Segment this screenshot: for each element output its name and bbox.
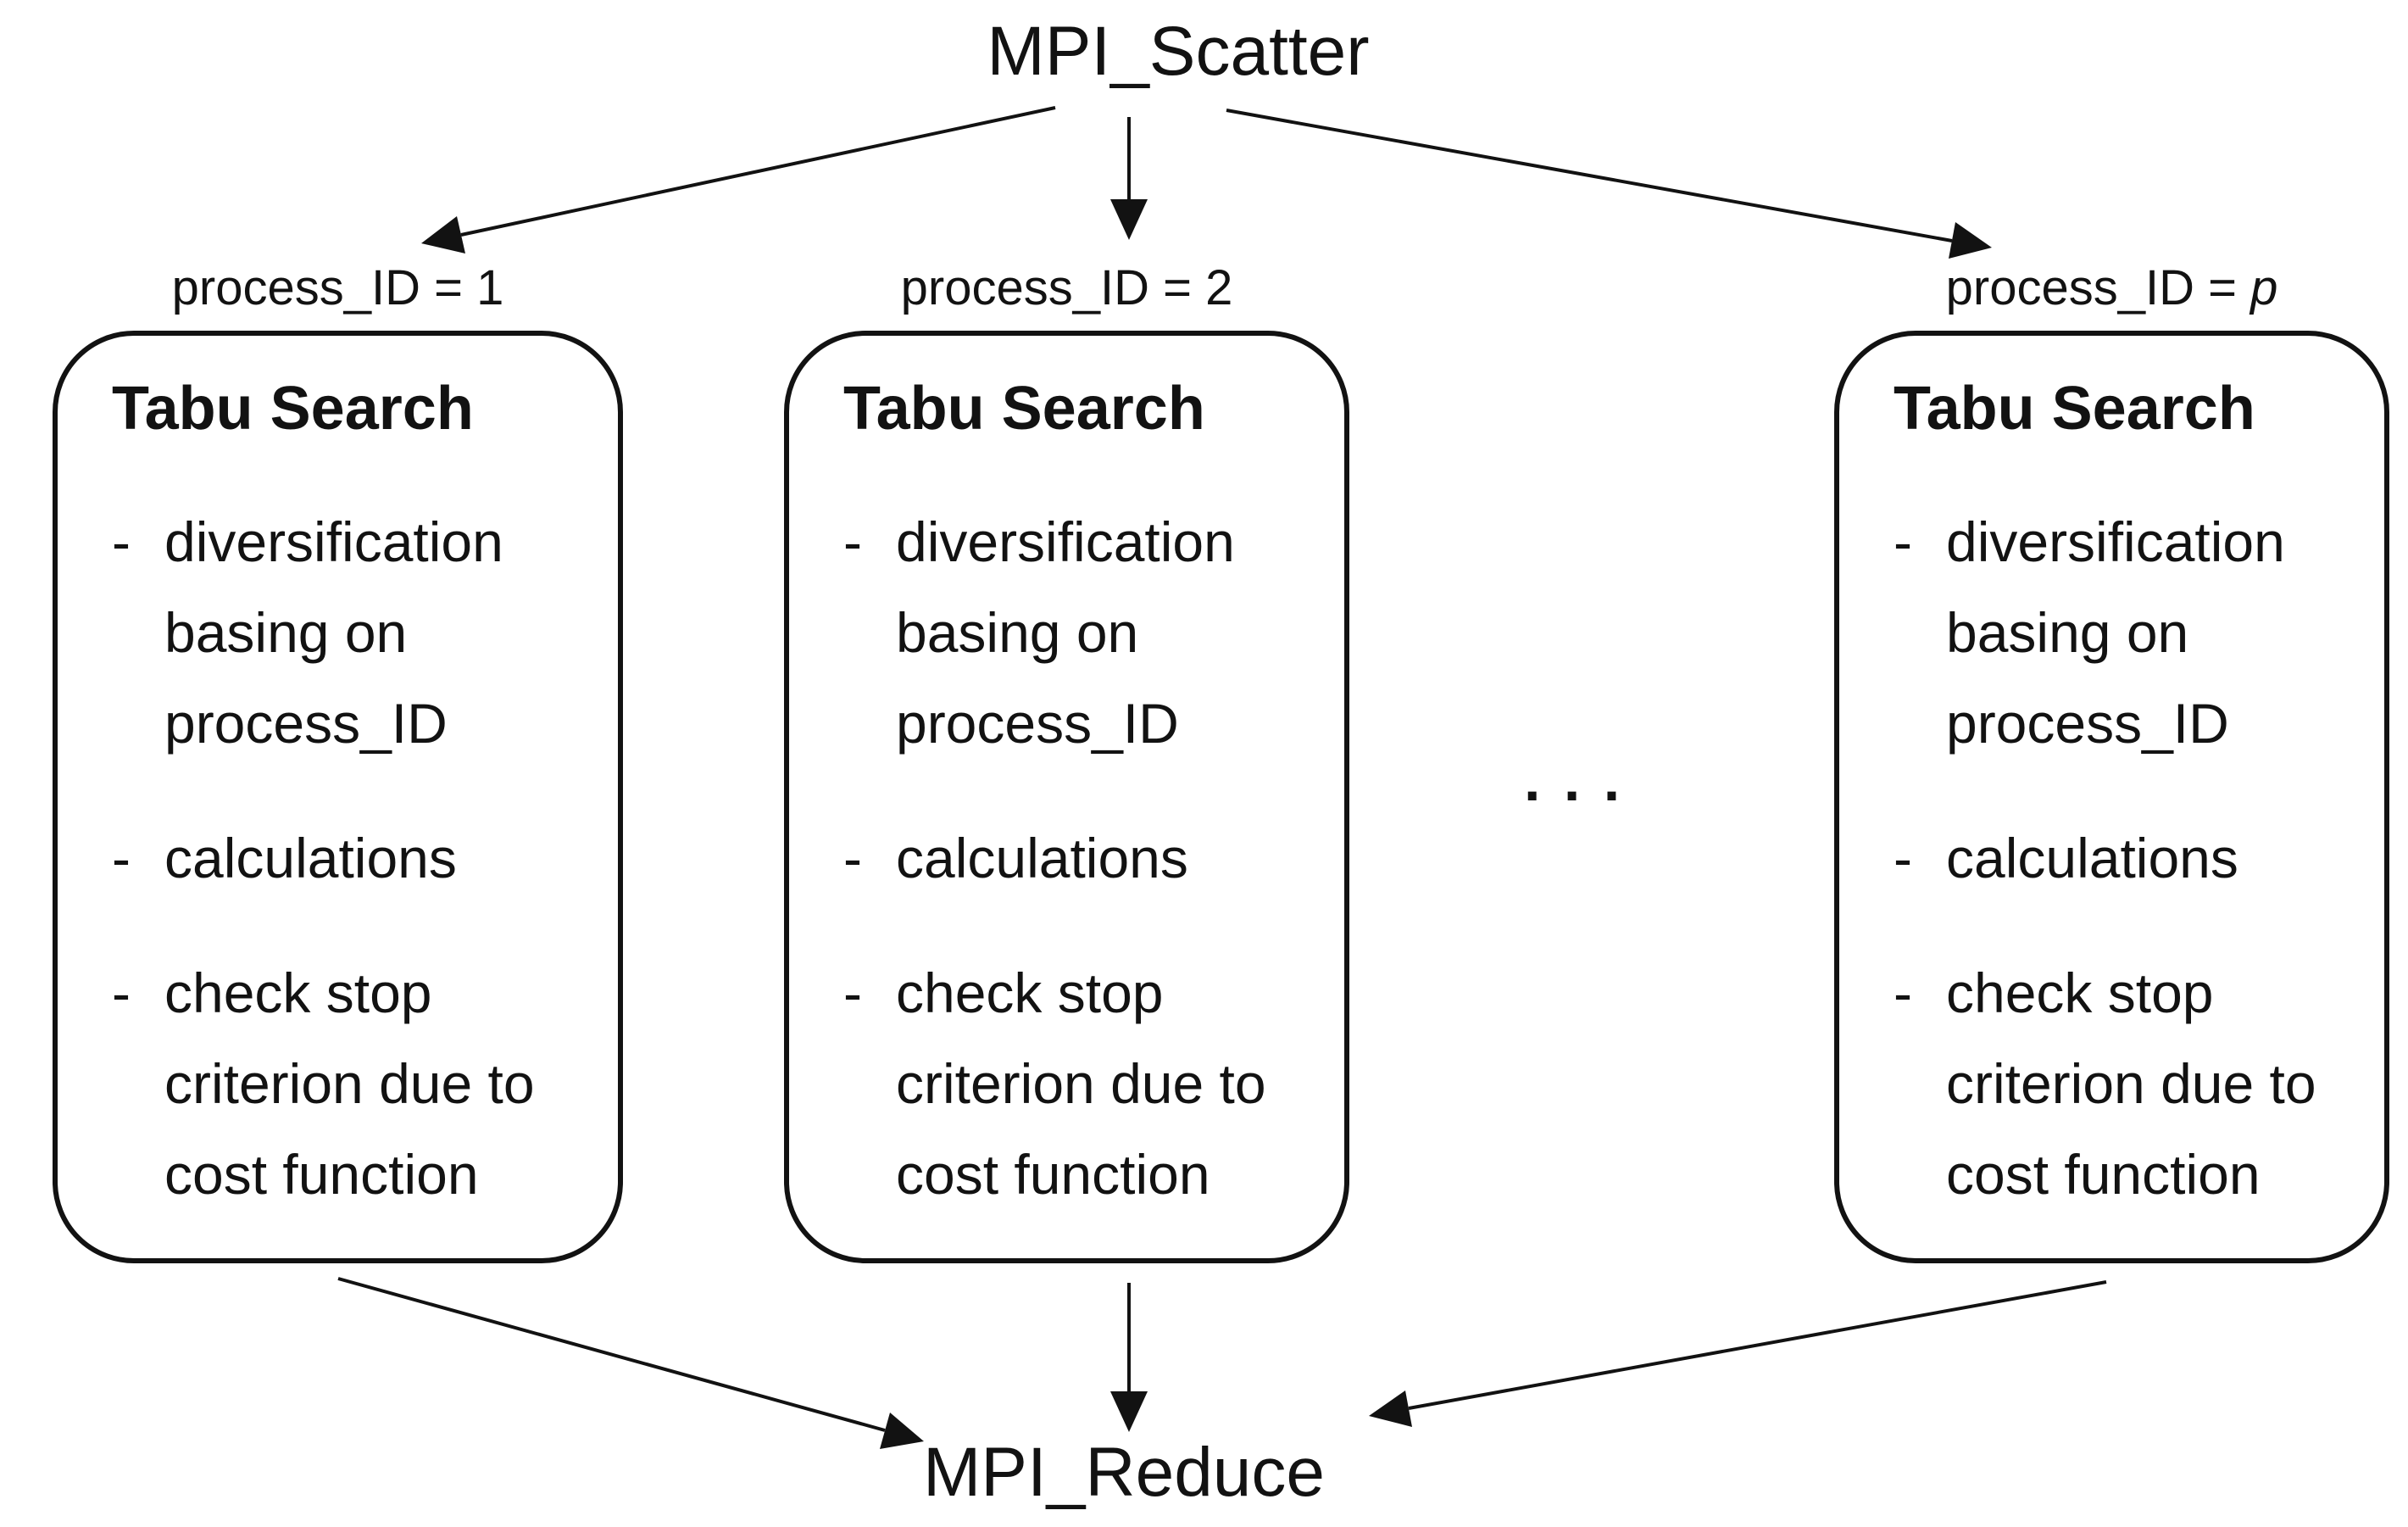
mpi-scatter-label: MPI_Scatter <box>987 13 1370 90</box>
mpi-reduce-label: MPI_Reduce <box>922 1434 1326 1511</box>
bullet-dash: - <box>1894 961 1912 1025</box>
list-item: - check stop criterion due to cost funct… <box>1894 948 2369 1220</box>
bullet-dash: - <box>843 961 862 1025</box>
arrow-head <box>880 1413 924 1449</box>
bullet-dash: - <box>1894 510 1912 574</box>
bullet-dash: - <box>1894 827 1912 890</box>
arrow-process-2-to-reduce <box>1110 1283 1148 1432</box>
process-id-label-p: process_ID = p <box>1834 261 2389 315</box>
list-item: - check stop criterion due to cost funct… <box>112 948 603 1220</box>
arrow-head <box>1369 1390 1412 1427</box>
arrow-process-p-to-reduce <box>1369 1280 2107 1427</box>
arrow-line <box>1408 1280 2107 1410</box>
list-item: - calculations <box>1894 813 2369 904</box>
tabu-search-box-2: Tabu Search - diversification basing on … <box>784 331 1349 1263</box>
item-text: check stop criterion due to cost functio… <box>896 961 1266 1206</box>
bullet-dash: - <box>843 510 862 574</box>
process-id-label-1: process_ID = 1 <box>53 261 623 315</box>
process-id-prefix: process_ID = <box>171 260 477 315</box>
arrow-scatter-to-process-2 <box>1110 117 1148 240</box>
list-item: - diversification basing on process_ID <box>1894 497 2369 769</box>
arrow-line <box>1226 109 1953 242</box>
item-text: calculations <box>164 827 457 890</box>
process-id-value: 2 <box>1205 260 1233 315</box>
item-text: diversification basing on process_ID <box>164 510 503 755</box>
item-text: calculations <box>896 827 1188 890</box>
tabu-search-title: Tabu Search <box>1894 375 2255 443</box>
bullet-dash: - <box>112 827 131 890</box>
item-text: check stop criterion due to cost functio… <box>164 961 535 1206</box>
item-text: calculations <box>1946 827 2238 890</box>
list-item: - calculations <box>843 813 1329 904</box>
process-id-value: p <box>2250 260 2278 315</box>
bullet-dash: - <box>112 961 131 1025</box>
bullet-dash: - <box>843 827 862 890</box>
bullet-dash: - <box>112 510 131 574</box>
tabu-search-box-p: Tabu Search - diversification basing on … <box>1834 331 2389 1263</box>
arrow-scatter-to-process-1 <box>421 106 1056 254</box>
tabu-search-title: Tabu Search <box>843 375 1205 443</box>
arrow-process-1-to-reduce <box>337 1277 924 1449</box>
process-id-label-2: process_ID = 2 <box>784 261 1349 315</box>
arrow-head <box>1110 1391 1148 1432</box>
process-id-prefix: process_ID = <box>900 260 1206 315</box>
process-id-value: 1 <box>476 260 504 315</box>
arrow-line <box>337 1277 886 1432</box>
item-text: check stop criterion due to cost functio… <box>1946 961 2316 1206</box>
item-text: diversification basing on process_ID <box>1946 510 2285 755</box>
list-item: - diversification basing on process_ID <box>112 497 603 769</box>
arrow-scatter-to-process-p <box>1226 109 1992 259</box>
list-item: - diversification basing on process_ID <box>843 497 1329 769</box>
list-item: - calculations <box>112 813 603 904</box>
tabu-search-box-1: Tabu Search - diversification basing on … <box>53 331 623 1263</box>
arrow-head <box>421 216 465 254</box>
tabu-search-title: Tabu Search <box>112 375 474 443</box>
process-id-prefix: process_ID = <box>1945 260 2251 315</box>
arrow-head <box>1110 199 1148 240</box>
arrow-head <box>1949 222 1992 259</box>
item-text: diversification basing on process_ID <box>896 510 1235 755</box>
ellipsis-dots: . . . <box>1524 747 1624 813</box>
list-item: - check stop criterion due to cost funct… <box>843 948 1329 1220</box>
arrow-line <box>460 106 1056 237</box>
